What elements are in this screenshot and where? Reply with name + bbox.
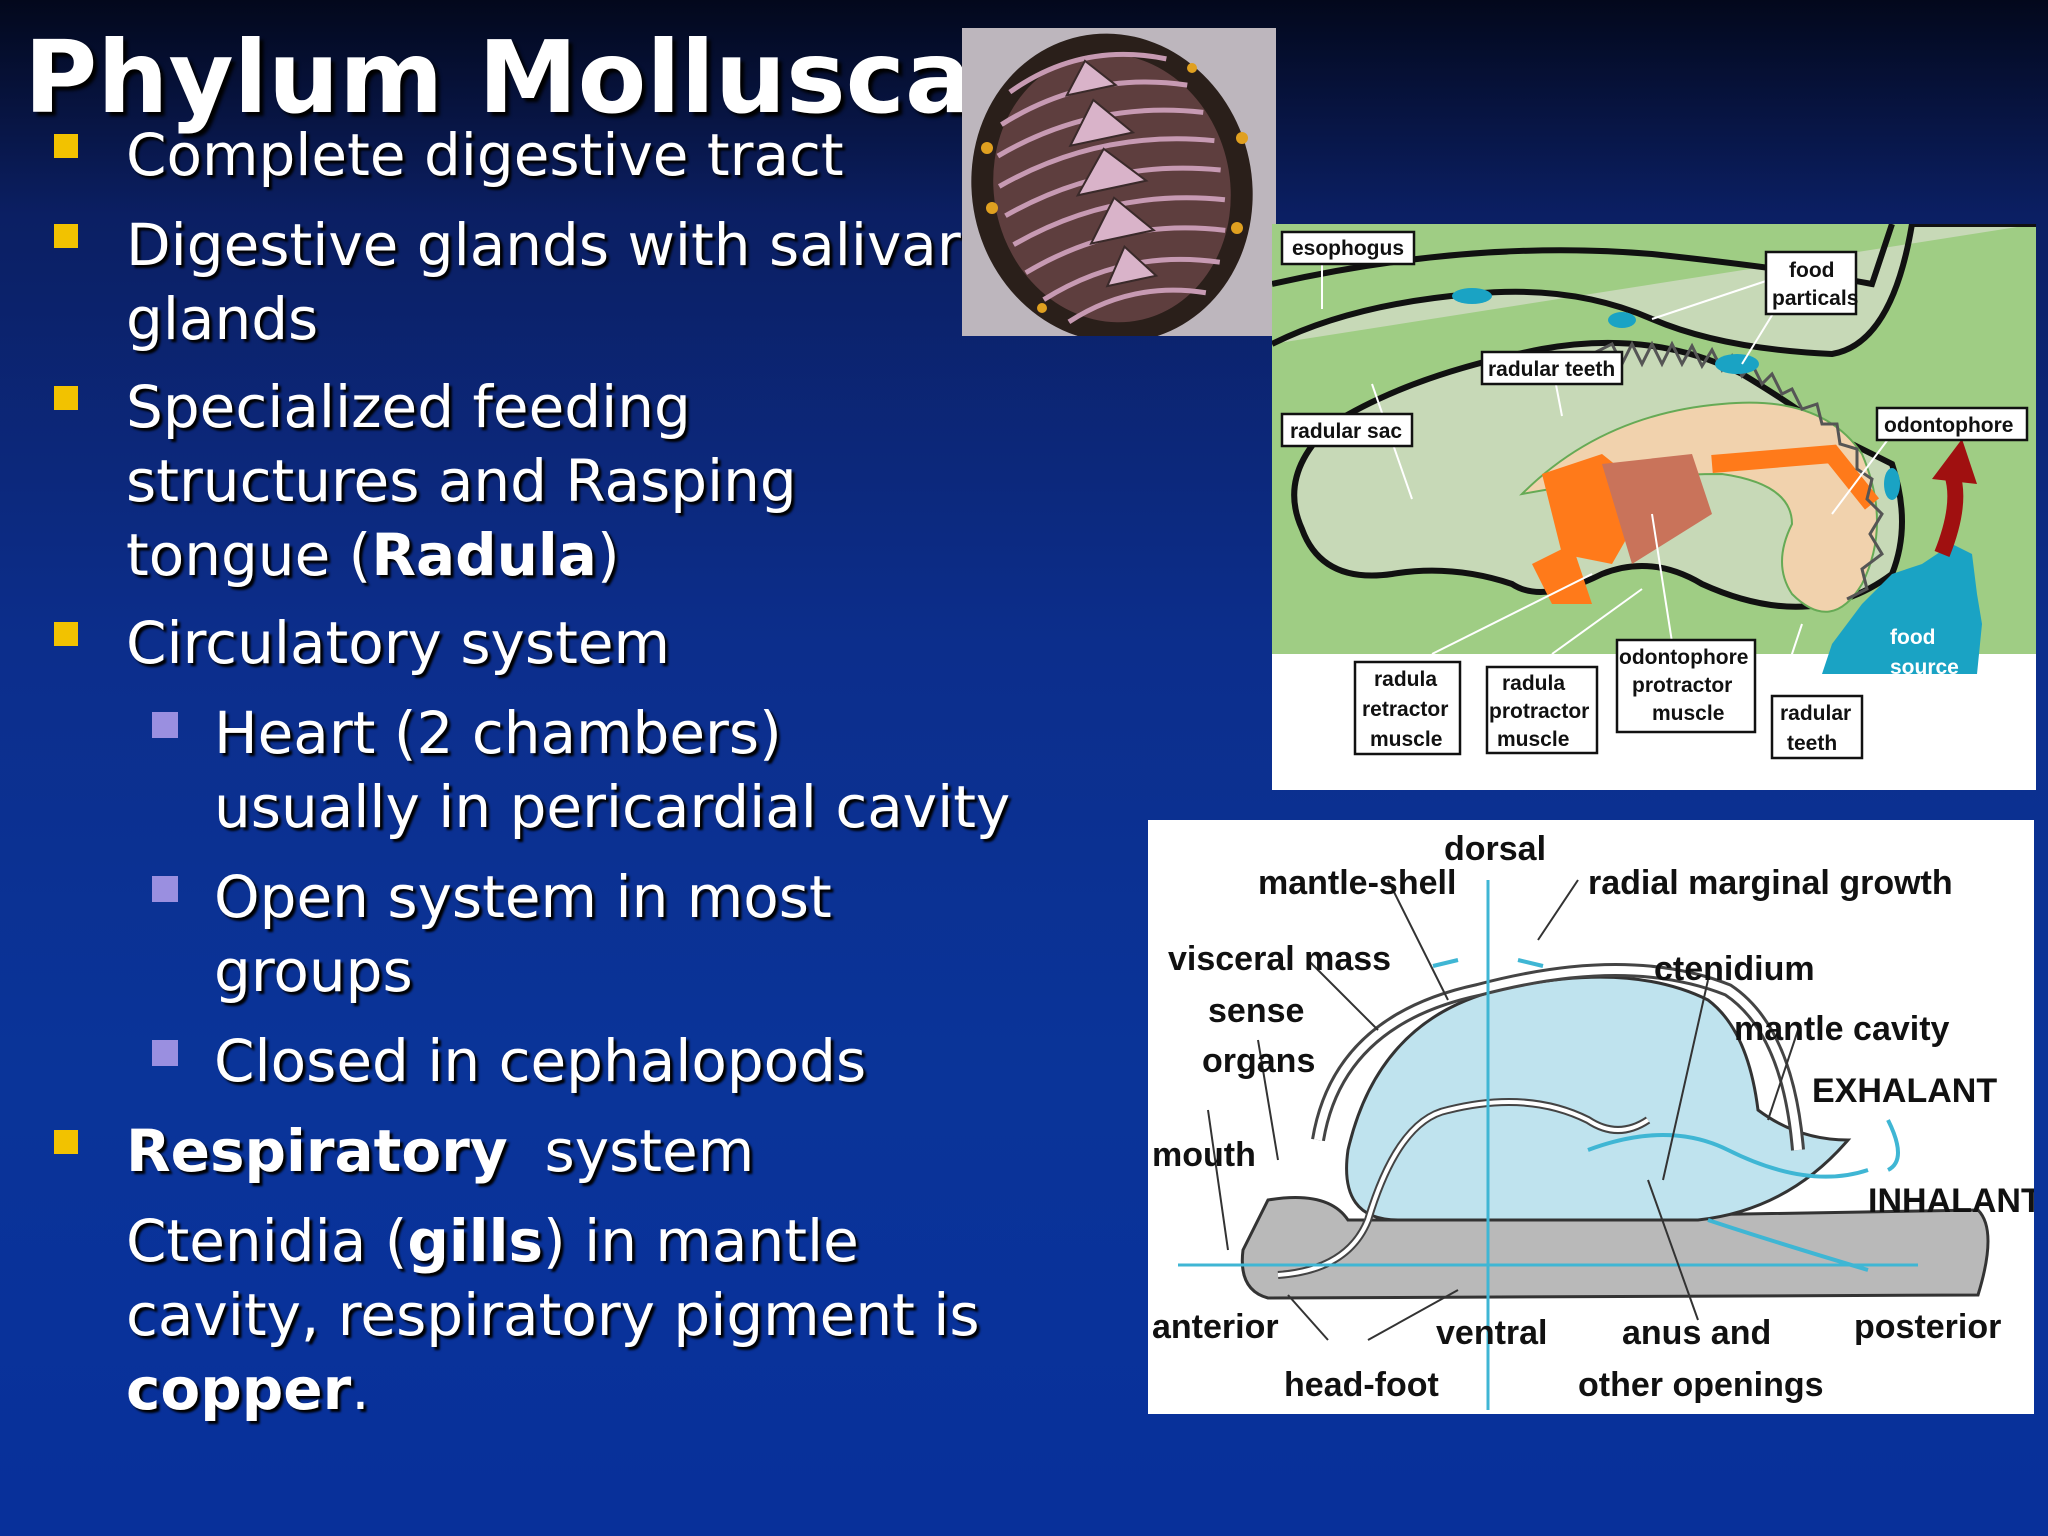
label-radular-teeth-top: radular teeth [1488, 358, 1615, 381]
sub-bullet-closed: Closed in cephalopods [214, 1027, 867, 1095]
bullet-digestive-tract: Complete digestive tract [126, 121, 844, 189]
radula-term: Radula [371, 521, 597, 589]
label-anterior: anterior [1152, 1308, 1279, 1346]
label-food-source: food [1890, 626, 1935, 649]
label-radular-sac: radular sac [1290, 420, 1402, 443]
bullet-marker [54, 1130, 78, 1154]
respiratory-ctenidia: Ctenidia (gills) in mantle [126, 1204, 859, 1278]
label-odontophore-protractor-3: muscle [1652, 702, 1724, 725]
bullet-respiratory: Respiratory system [126, 1114, 754, 1188]
bullet-list: Complete digestive tract Digestive gland… [0, 0, 1010, 1500]
label-sense-organs: sense [1208, 992, 1304, 1030]
radula-diagram-svg: esophogus food particals radular teeth r… [1270, 221, 2036, 790]
label-ctenidium: ctenidium [1654, 950, 1815, 988]
sub-bullet-open-system-cont: groups [214, 937, 413, 1005]
label-exhalant: EXHALANT [1812, 1072, 1997, 1110]
label-protractor: radula [1502, 672, 1565, 695]
bullet-feeding-radula: tongue (Radula) [126, 518, 620, 592]
label-visceral-mass: visceral mass [1168, 940, 1391, 978]
text-span: ) in mantle [543, 1207, 859, 1275]
sub-bullet-heart: Heart (2 chambers) [214, 699, 782, 767]
label-mantle-cavity: mantle cavity [1734, 1010, 1950, 1048]
sub-bullet-marker [152, 1040, 178, 1066]
label-anus-2: other openings [1578, 1366, 1824, 1404]
bullet-feeding: Specialized feeding [126, 373, 691, 441]
radula-diagram: esophogus food particals radular teeth r… [1270, 221, 2036, 790]
bullet-feeding-cont: structures and Rasping [126, 447, 797, 515]
slide-title: Phylum Mollusca [24, 19, 973, 136]
bullet-marker [54, 224, 78, 248]
label-radial-marginal-growth: radial marginal growth [1588, 864, 1953, 902]
label-anus: anus and [1622, 1314, 1771, 1352]
respiratory-copper: copper. [126, 1352, 370, 1426]
label-food-particals: food [1789, 259, 1834, 282]
bullet-marker [54, 134, 78, 158]
sub-bullet-marker [152, 712, 178, 738]
label-protractor-2: protractor [1489, 700, 1589, 723]
bullet-digestive-glands-cont: glands [126, 285, 319, 353]
label-odontophore-protractor: odontophore [1619, 646, 1748, 669]
respiratory-pigment: cavity, respiratory pigment is [126, 1281, 980, 1349]
gills-term: gills [407, 1207, 544, 1275]
text-span: . [351, 1355, 370, 1423]
label-head-foot: head-foot [1284, 1366, 1439, 1404]
label-mantle-shell: mantle-shell [1258, 864, 1456, 902]
copper-term: copper [126, 1355, 352, 1423]
label-food-source-2: source [1890, 656, 1959, 679]
label-esophogus: esophogus [1292, 237, 1404, 260]
bullet-marker [54, 622, 78, 646]
chiton-illustration [962, 28, 1276, 336]
mollusc-diagram-svg: dorsal mantle-shell radial marginal grow… [1152, 830, 2042, 1410]
label-odontophore-protractor-2: protractor [1632, 674, 1732, 697]
chiton-photo [962, 28, 1276, 336]
label-dorsal: dorsal [1444, 830, 1546, 868]
text-span: Ctenidia ( [126, 1207, 408, 1275]
text-span: system [507, 1117, 755, 1185]
sub-bullet-marker [152, 876, 178, 902]
label-retractor-3: muscle [1370, 728, 1442, 751]
bullet-circulatory: Circulatory system [126, 609, 671, 677]
text-span: tongue ( [126, 521, 372, 589]
label-retractor: radula [1374, 668, 1437, 691]
text-span: ) [596, 521, 620, 589]
label-protractor-3: muscle [1497, 728, 1569, 751]
label-food-particals-2: particals [1772, 287, 1858, 310]
label-radular-teeth-bottom-2: teeth [1787, 732, 1837, 755]
label-sense-organs-2: organs [1202, 1042, 1315, 1080]
label-posterior: posterior [1854, 1308, 2001, 1346]
sub-bullet-heart-cont: usually in pericardial cavity [214, 773, 1011, 841]
bullet-marker [54, 386, 78, 410]
label-ventral: ventral [1436, 1314, 1548, 1352]
label-inhalant: INHALANT [1868, 1182, 2034, 1220]
mollusc-body-plan-diagram: dorsal mantle-shell radial marginal grow… [1148, 820, 2042, 1414]
sub-bullet-open-system: Open system in most [214, 863, 832, 931]
respiratory-term: Respiratory [126, 1117, 508, 1185]
bullet-digestive-glands: Digestive glands with salivary [126, 211, 996, 279]
label-retractor-2: retractor [1362, 698, 1448, 721]
label-mouth: mouth [1152, 1136, 1256, 1174]
label-odontophore: odontophore [1884, 414, 2013, 437]
label-radular-teeth-bottom: radular [1780, 702, 1851, 725]
